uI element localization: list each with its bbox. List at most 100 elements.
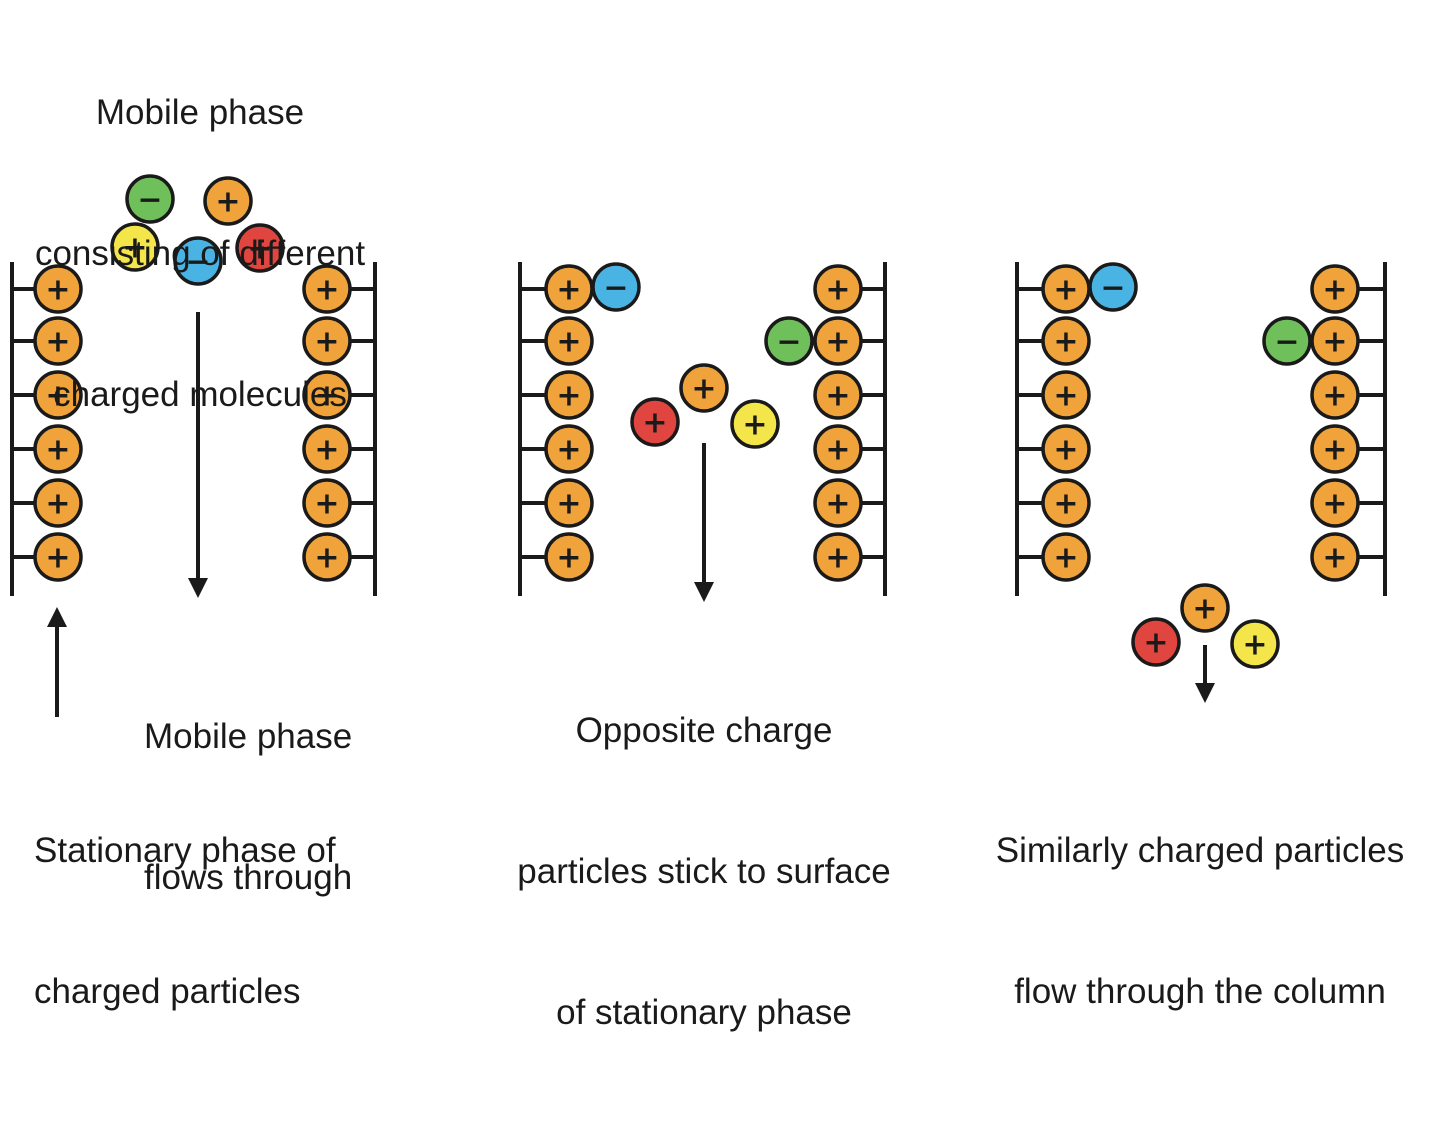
caption-line: particles stick to surface bbox=[517, 852, 891, 891]
stationary-positive-particle: + bbox=[813, 532, 863, 582]
stationary-positive-particle: + bbox=[1310, 370, 1360, 420]
minus-sign: − bbox=[603, 271, 628, 306]
plus-sign: + bbox=[1322, 325, 1347, 360]
plus-sign: + bbox=[1053, 487, 1078, 522]
particle-circle bbox=[544, 316, 594, 366]
particle-circle bbox=[1041, 370, 1091, 420]
particle-circle bbox=[203, 176, 253, 226]
stationary-positive-particle: + bbox=[1310, 316, 1360, 366]
stationary-positive-particle: + bbox=[1041, 316, 1091, 366]
stationary-positive-particle: + bbox=[813, 316, 863, 366]
particle-circle bbox=[1041, 532, 1091, 582]
caption-line: Mobile phase bbox=[95, 93, 305, 132]
caption-similarly-charged: Similarly charged particles flow through… bbox=[960, 733, 1440, 1109]
column-walls bbox=[10, 262, 1387, 596]
eluted-positive-particle-red: + bbox=[1131, 617, 1181, 667]
plus-sign: + bbox=[1322, 541, 1347, 576]
flowing-positive-particle-yellow: + bbox=[730, 399, 780, 449]
mobile-positive-particle-yellow: + bbox=[110, 222, 160, 272]
mobile-negative-particle-blue: − bbox=[173, 236, 223, 286]
flowing-positive-particle-red: + bbox=[630, 397, 680, 447]
plus-sign: + bbox=[556, 487, 581, 522]
caption-line: consisting of different bbox=[34, 234, 366, 273]
ion-exchange-chromatography-diagram: ++++++++++++++++++++++++++++++++++++−++−… bbox=[10, 93, 1404, 1032]
plus-sign: + bbox=[314, 325, 339, 360]
plus-sign: + bbox=[1053, 325, 1078, 360]
stationary-positive-particle: + bbox=[302, 316, 352, 366]
eluted-positive-particle-yellow: + bbox=[1230, 619, 1280, 669]
plus-sign: + bbox=[556, 541, 581, 576]
stationary-positive-particle: + bbox=[302, 424, 352, 474]
stationary-positive-particle: + bbox=[33, 316, 83, 366]
stationary-positive-particle: + bbox=[1041, 424, 1091, 474]
plus-sign: + bbox=[556, 325, 581, 360]
charged-particles: ++++++++++++++++++++++++++++++++++++−++−… bbox=[33, 174, 1360, 669]
stationary-positive-particle: + bbox=[1310, 424, 1360, 474]
stationary-positive-particle: + bbox=[302, 478, 352, 528]
stationary-positive-particle: + bbox=[33, 370, 83, 420]
plus-sign: + bbox=[314, 487, 339, 522]
stationary-positive-particle: + bbox=[1310, 264, 1360, 314]
stationary-positive-particle: + bbox=[813, 370, 863, 420]
stationary-positive-particle: + bbox=[544, 424, 594, 474]
stationary-positive-particle: + bbox=[544, 532, 594, 582]
bound-negative-particle-blue: − bbox=[591, 262, 641, 312]
column-1-right-wall bbox=[349, 262, 377, 596]
plus-sign: + bbox=[1053, 379, 1078, 414]
particle-circle bbox=[679, 363, 729, 413]
plus-sign: + bbox=[45, 541, 70, 576]
particle-circle bbox=[1230, 619, 1280, 669]
particle-circle bbox=[33, 264, 83, 314]
particle-circle bbox=[1310, 532, 1360, 582]
stationary-positive-particle: + bbox=[544, 478, 594, 528]
particle-circle bbox=[1041, 424, 1091, 474]
particle-circle bbox=[110, 222, 160, 272]
particle-circle bbox=[33, 532, 83, 582]
plus-sign: + bbox=[556, 433, 581, 468]
column-1-left-wall bbox=[10, 262, 38, 596]
plus-sign: + bbox=[45, 273, 70, 308]
stationary-positive-particle: + bbox=[33, 532, 83, 582]
plus-sign: + bbox=[691, 372, 716, 407]
particle-circle bbox=[813, 478, 863, 528]
particle-circle bbox=[1041, 316, 1091, 366]
stationary-positive-particle: + bbox=[1310, 478, 1360, 528]
flowing-positive-particle-orange: + bbox=[679, 363, 729, 413]
plus-sign: + bbox=[45, 325, 70, 360]
plus-sign: + bbox=[825, 379, 850, 414]
column-2-left-wall bbox=[518, 262, 546, 596]
stationary-positive-particle: + bbox=[33, 478, 83, 528]
plus-sign: + bbox=[556, 273, 581, 308]
particle-circle bbox=[813, 264, 863, 314]
plus-sign: + bbox=[1322, 487, 1347, 522]
particle-circle bbox=[33, 424, 83, 474]
particle-circle bbox=[730, 399, 780, 449]
caption-line: Similarly charged particles bbox=[995, 831, 1405, 870]
bound-negative-particle-green: − bbox=[764, 316, 814, 366]
minus-sign: − bbox=[776, 325, 801, 360]
stationary-positive-particle: + bbox=[813, 424, 863, 474]
caption-line: charged particles bbox=[34, 972, 301, 1011]
stationary-positive-particle: + bbox=[544, 264, 594, 314]
plus-sign: + bbox=[642, 406, 667, 441]
flow-arrows bbox=[47, 312, 1215, 717]
minus-sign: − bbox=[185, 245, 210, 280]
plus-sign: + bbox=[825, 273, 850, 308]
caption-line: charged molecules bbox=[53, 375, 347, 414]
plus-sign: + bbox=[1053, 541, 1078, 576]
particle-circle bbox=[1310, 316, 1360, 366]
plus-sign: + bbox=[1322, 273, 1347, 308]
mobile-positive-particle-orange: + bbox=[203, 176, 253, 226]
bound-negative-particle-blue: − bbox=[1088, 262, 1138, 312]
caption-line: of stationary phase bbox=[556, 993, 852, 1032]
stationary-positive-particle: + bbox=[302, 370, 352, 420]
particle-circle bbox=[302, 424, 352, 474]
particle-circle bbox=[544, 478, 594, 528]
particle-circle bbox=[33, 370, 83, 420]
column-3-left-wall bbox=[1015, 262, 1043, 596]
particle-circle bbox=[1310, 478, 1360, 528]
particle-circle bbox=[764, 316, 814, 366]
plus-sign: + bbox=[1242, 628, 1267, 663]
particle-circle bbox=[1310, 264, 1360, 314]
particle-circle bbox=[1180, 583, 1230, 633]
